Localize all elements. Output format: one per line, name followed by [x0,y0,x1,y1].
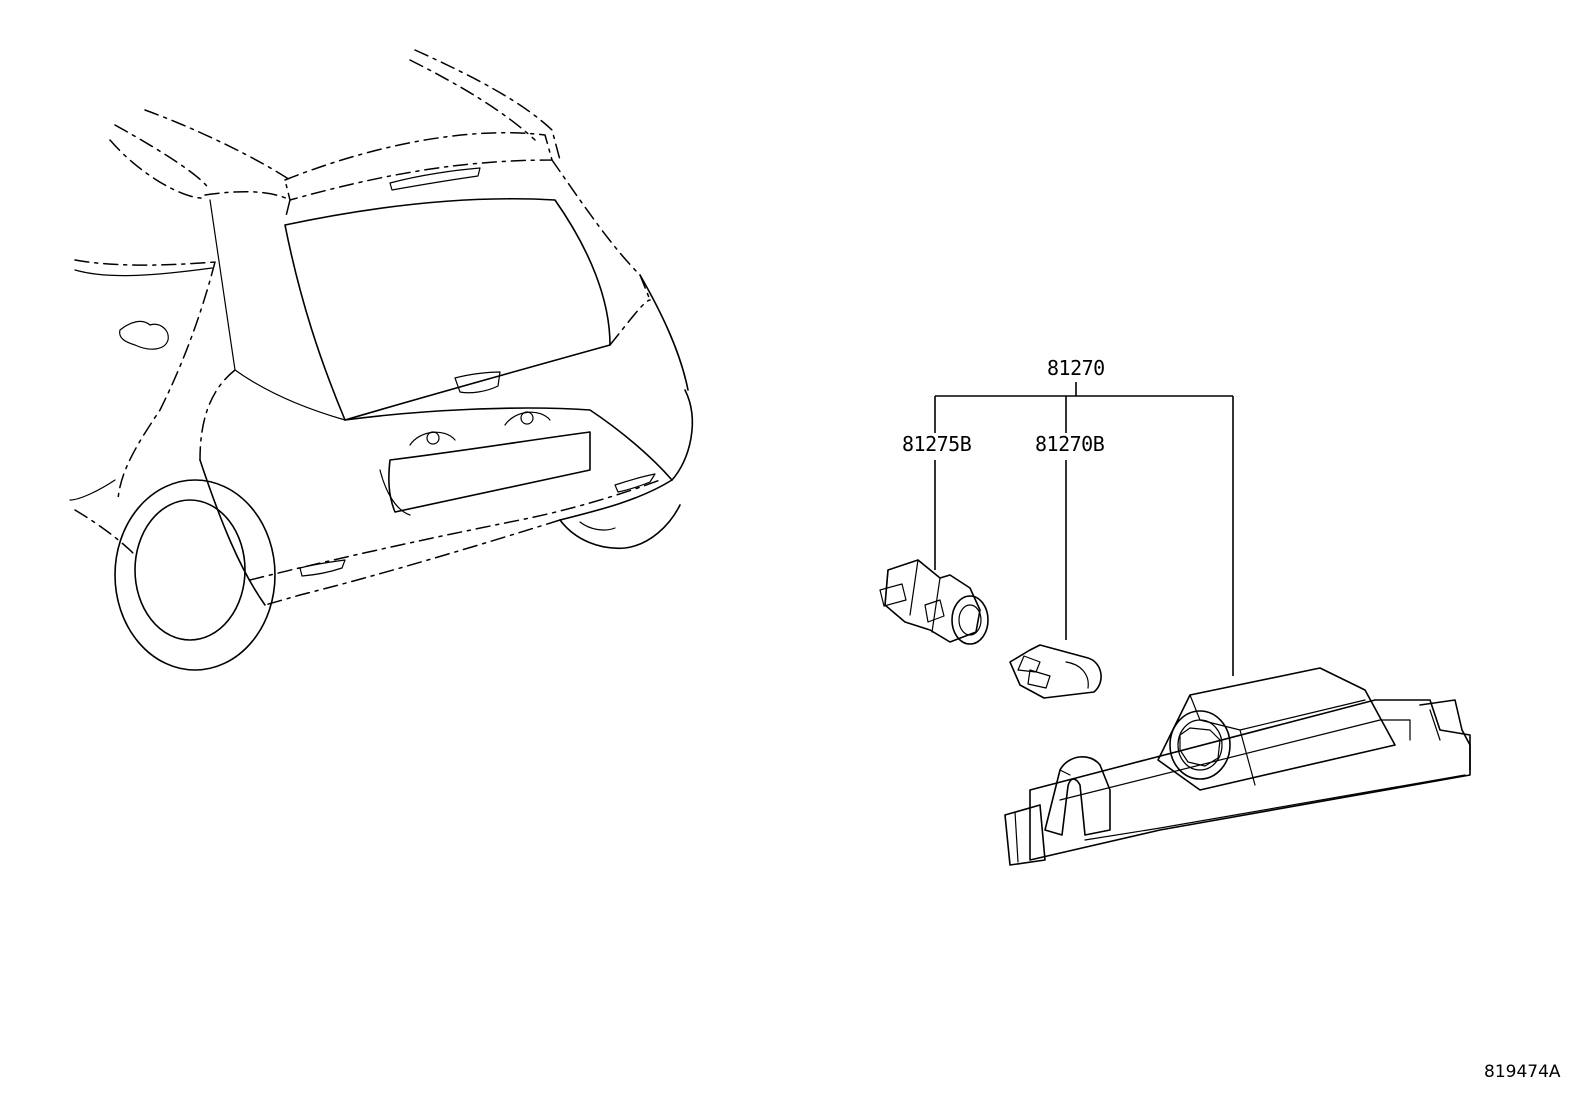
license-lamp-assembly-part [1004,667,1471,866]
callout-bulb-label: 81270B [1035,432,1105,456]
callout-socket-label: 81275B [902,432,972,456]
figure-reference-number: 819474A [1484,1062,1561,1082]
lamp-socket-part [879,559,989,645]
bulb-part [1009,644,1102,699]
callout-leaders [934,382,1234,676]
vehicle-rear-illustration [69,49,694,671]
callout-assembly-label: 81270 [1047,356,1105,380]
